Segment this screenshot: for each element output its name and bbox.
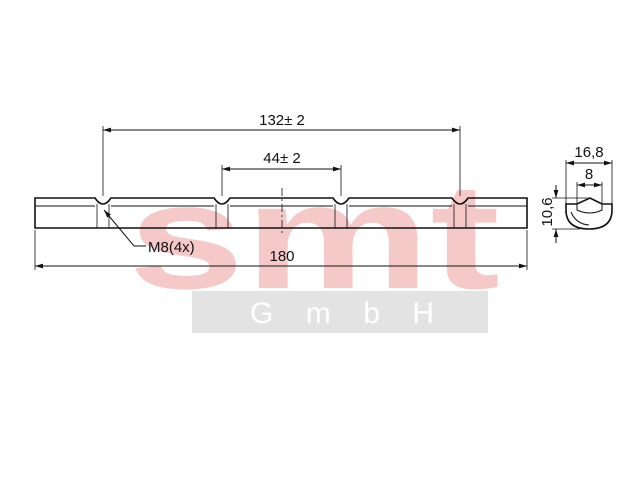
watermark-band	[192, 291, 488, 333]
dimension-height-label: 10,6	[539, 197, 556, 226]
thread-callout: M8(4x)	[103, 209, 195, 256]
bar-side-view	[34, 188, 528, 236]
dimension-inner-spacing-label: 44± 2	[263, 150, 300, 167]
dimension-length: 180	[34, 230, 528, 270]
end-view-groove	[576, 204, 603, 214]
watermark: smt G m b H	[128, 152, 500, 333]
dimension-width-label: 16,8	[574, 144, 603, 161]
dimension-length-label: 180	[269, 248, 294, 265]
dimension-overall-spacing: 132± 2	[102, 112, 461, 196]
bar-outline	[34, 197, 528, 229]
end-view-outline	[565, 197, 613, 230]
dimension-inner-spacing: 44± 2	[221, 150, 342, 196]
thread-callout-label: M8(4x)	[148, 239, 195, 256]
dimension-overall-spacing-label: 132± 2	[259, 112, 305, 129]
bar-end-view: 16,8 8 10,6	[539, 144, 613, 243]
dimension-groove-label: 8	[585, 166, 593, 183]
